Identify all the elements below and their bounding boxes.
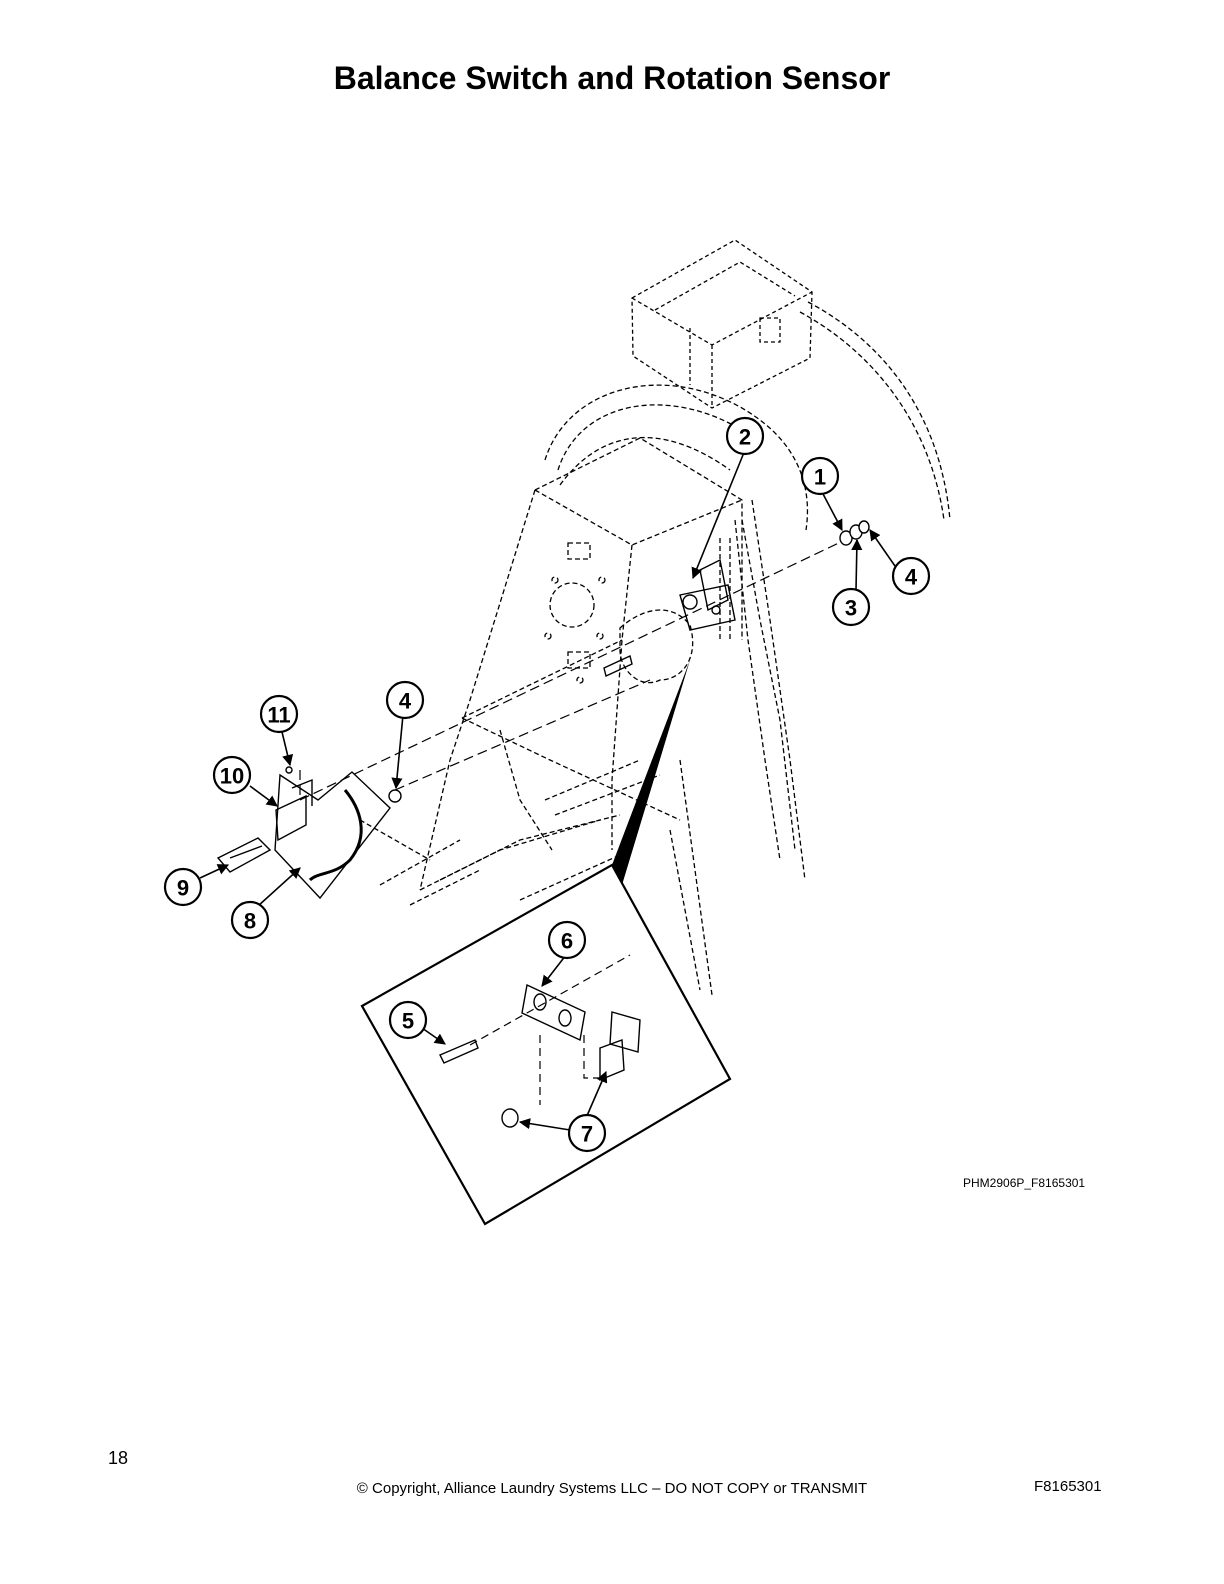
callout-circle bbox=[163, 867, 203, 907]
callout-circle bbox=[891, 556, 931, 596]
callout-10: 10 bbox=[220, 764, 244, 789]
callout-circle bbox=[230, 900, 270, 940]
detail-centerlines bbox=[469, 954, 631, 1105]
callout-7: 7 bbox=[581, 1122, 593, 1147]
callout-circle bbox=[725, 416, 765, 456]
control-box-outline bbox=[631, 239, 813, 409]
callout-2: 2 bbox=[739, 425, 751, 450]
callout-5: 5 bbox=[402, 1009, 414, 1034]
callout-circle bbox=[831, 587, 871, 627]
frame-outline bbox=[359, 437, 806, 996]
detail-parts bbox=[439, 983, 641, 1128]
drum-outline bbox=[544, 301, 951, 531]
callout-circle bbox=[385, 680, 425, 720]
callout-6: 6 bbox=[561, 929, 573, 954]
drawing-code: PHM2906P_F8165301 bbox=[963, 1176, 1086, 1190]
callout-9: 9 bbox=[177, 876, 189, 901]
callout-circle bbox=[547, 920, 587, 960]
callout-circle bbox=[212, 755, 252, 795]
callout-circles bbox=[163, 416, 931, 1153]
assembly-centerlines bbox=[299, 539, 846, 801]
rotation-sensor-hardware bbox=[603, 558, 736, 677]
callout-3: 3 bbox=[845, 596, 857, 621]
callout-circle bbox=[259, 694, 299, 734]
callout-circle bbox=[567, 1113, 607, 1153]
page-number: 18 bbox=[108, 1448, 129, 1468]
document-number: F8165301 bbox=[1034, 1478, 1102, 1495]
callout-1: 1 bbox=[814, 465, 826, 490]
balance-switch-parts bbox=[216, 766, 391, 900]
callout-8: 8 bbox=[244, 909, 256, 934]
copyright-notice: © Copyright, Alliance Laundry Systems LL… bbox=[356, 1480, 868, 1497]
callout-11: 11 bbox=[267, 703, 290, 728]
detail-inset bbox=[360, 660, 732, 1226]
callout-4b: 4 bbox=[399, 689, 412, 714]
washer-and-nut-parts bbox=[388, 520, 870, 803]
callout-circle bbox=[800, 456, 840, 496]
callout-4a: 4 bbox=[905, 565, 918, 590]
page-title: Balance Switch and Rotation Sensor bbox=[333, 60, 891, 96]
callout-circle bbox=[388, 1000, 428, 1040]
leader-lines bbox=[199, 449, 896, 1131]
